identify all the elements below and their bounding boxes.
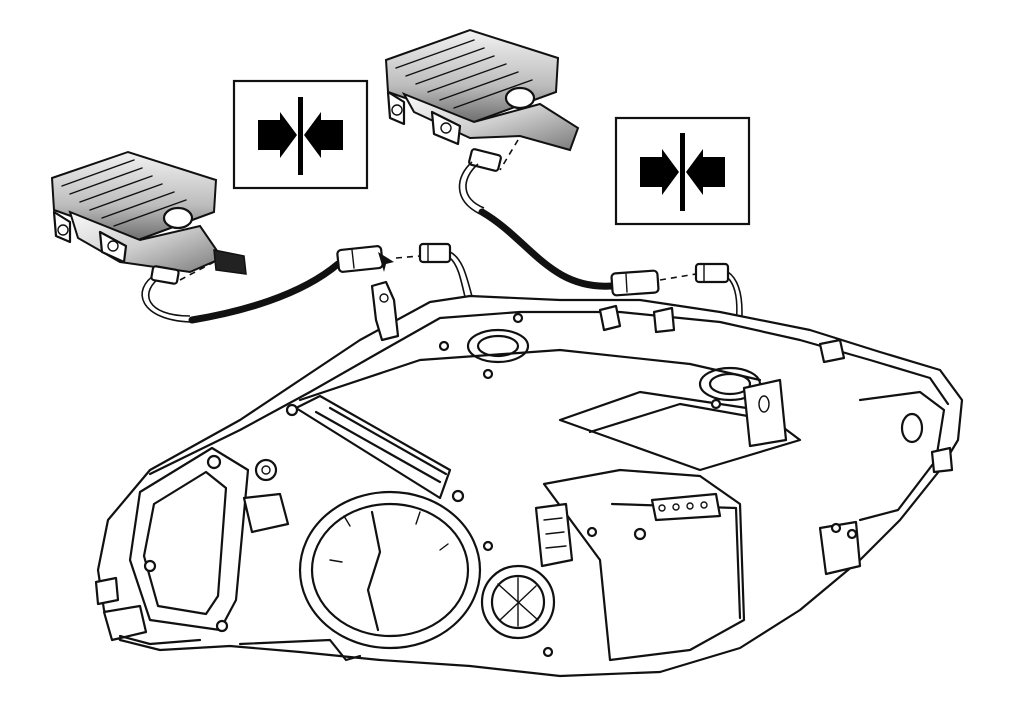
ballast-lead-right [458, 161, 481, 215]
headlamp-housing [94, 280, 964, 678]
disconnect-connector-symbol-left [232, 79, 369, 190]
connector-block [534, 502, 574, 568]
mounting-tab [386, 90, 406, 126]
headlamp-connector-left [418, 242, 452, 264]
mounting-bracket [742, 378, 788, 448]
arrows-pointing-together-icon [640, 133, 725, 211]
mounting-hole [504, 86, 536, 110]
ballast-module-right [384, 28, 580, 152]
mounting-hole [162, 206, 194, 230]
low-beam-reflector [298, 490, 482, 650]
harness-connector-left [336, 245, 394, 273]
ballast-socket [213, 249, 247, 275]
harness-connector-right [610, 269, 660, 297]
disconnect-connector-symbol-right [614, 116, 751, 226]
lead-connector [150, 265, 180, 285]
adjuster-knob [94, 576, 120, 606]
arrows-pointing-together-icon [258, 97, 343, 175]
wiring-harness-left [188, 260, 342, 324]
release-tab-pointer-icon [378, 252, 394, 272]
wiring-harness-right [478, 208, 616, 290]
mounting-bracket [370, 280, 400, 342]
ballast-lead-left [141, 273, 191, 323]
mounting-tab [98, 230, 128, 264]
headlamp-connector-right [694, 262, 730, 284]
mounting-tab [430, 110, 462, 146]
ballast-module-left [50, 150, 247, 275]
